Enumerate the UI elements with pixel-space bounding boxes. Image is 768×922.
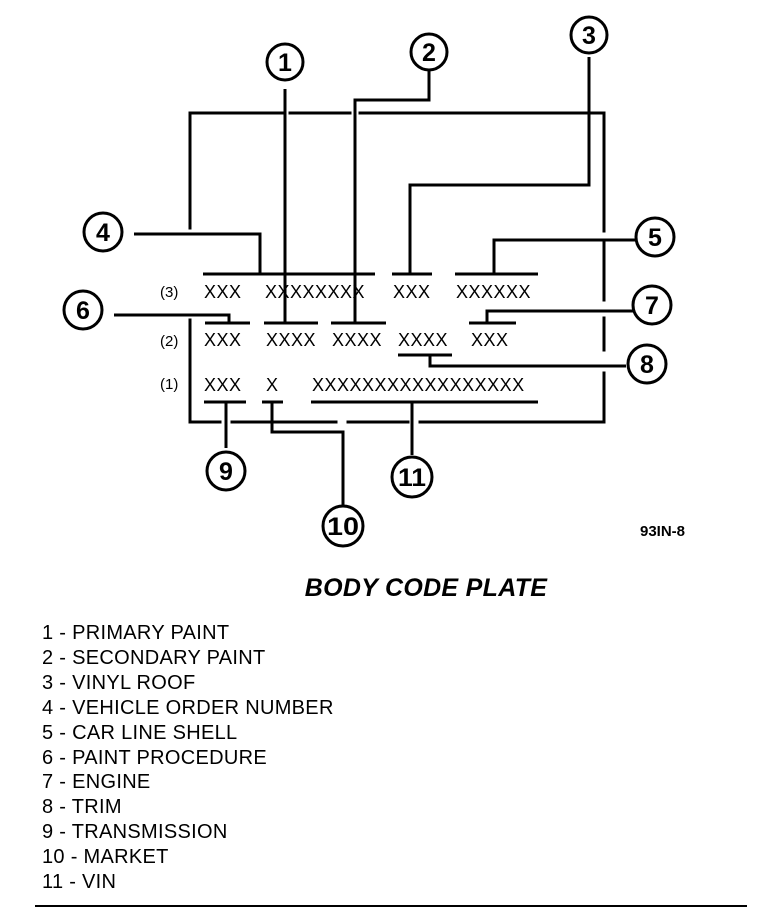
legend-item: 4 - VEHICLE ORDER NUMBER (42, 696, 334, 719)
legend-item: 10 - MARKET (42, 846, 169, 869)
code-market: X (266, 375, 279, 395)
bottom-rule (35, 905, 747, 907)
svg-text:4: 4 (96, 219, 110, 247)
svg-text:1: 1 (278, 49, 292, 77)
figure-id: 93IN-8 (640, 523, 685, 540)
code-trim: XXXX (398, 330, 448, 350)
code-primary-paint-row3: XXXXXXXX (265, 282, 365, 302)
legend-item: 1 - PRIMARY PAINT (42, 622, 230, 644)
callout-10: 10 (321, 504, 365, 548)
code-transmission: XXX (204, 375, 242, 395)
callout-8: 8 (626, 343, 668, 385)
code-vinyl-roof: XXX (393, 282, 431, 302)
code-car-line-shell: XXXXXX (456, 282, 531, 302)
svg-text:3: 3 (582, 22, 596, 50)
callout-11: 11 (390, 455, 434, 499)
code-paint-procedure: XXX (204, 330, 242, 350)
callout-7: 7 (631, 284, 673, 326)
code-vin: XXXXXXXXXXXXXXXXX (312, 375, 525, 395)
legend-item: 9 - TRANSMISSION (42, 821, 228, 844)
code-primary-paint: XXXX (266, 330, 316, 350)
callout-9: 9 (205, 450, 247, 492)
svg-text:8: 8 (640, 351, 654, 379)
callout-2: 2 (409, 32, 449, 72)
legend-item: 11 - VIN (42, 871, 117, 894)
svg-text:9: 9 (219, 458, 233, 486)
svg-text:2: 2 (422, 39, 436, 67)
svg-text:11: 11 (398, 464, 426, 492)
svg-text:6: 6 (76, 297, 90, 325)
code-engine: XXX (471, 330, 509, 350)
callout-6: 6 (62, 289, 104, 331)
legend-item: 3 - VINYL ROOF (42, 671, 196, 694)
code-secondary-paint: XXXX (332, 330, 382, 350)
body-code-plate-diagram: (3) (2) (1) XXX XXXXXXXX XXX XXXXXX XXX … (62, 15, 685, 548)
callout-1: 1 (265, 42, 305, 82)
svg-text:10: 10 (327, 513, 359, 541)
svg-text:5: 5 (648, 224, 662, 252)
diagram-title: BODY CODE PLATE (304, 574, 548, 602)
svg-text:7: 7 (645, 292, 659, 320)
legend-item: 5 - CAR LINE SHELL (42, 721, 238, 744)
callout-4: 4 (82, 211, 124, 253)
callout-3: 3 (569, 15, 609, 55)
leader-lines (114, 57, 636, 507)
legend-list: 1 - PRIMARY PAINT 2 - SECONDARY PAINT 3 … (42, 621, 334, 895)
legend-item: 7 - ENGINE (42, 771, 151, 794)
row-label-2: (2) (160, 333, 178, 350)
row-label-1: (1) (160, 376, 178, 393)
code-vehicle-order: XXX (204, 282, 242, 302)
legend-item: 2 - SECONDARY PAINT (42, 646, 266, 669)
legend-item: 8 - TRIM (42, 796, 122, 819)
legend-item: 6 - PAINT PROCEDURE (42, 746, 267, 769)
plate-outline (188, 111, 606, 424)
row-label-3: (3) (160, 284, 178, 301)
callout-5: 5 (634, 216, 676, 258)
